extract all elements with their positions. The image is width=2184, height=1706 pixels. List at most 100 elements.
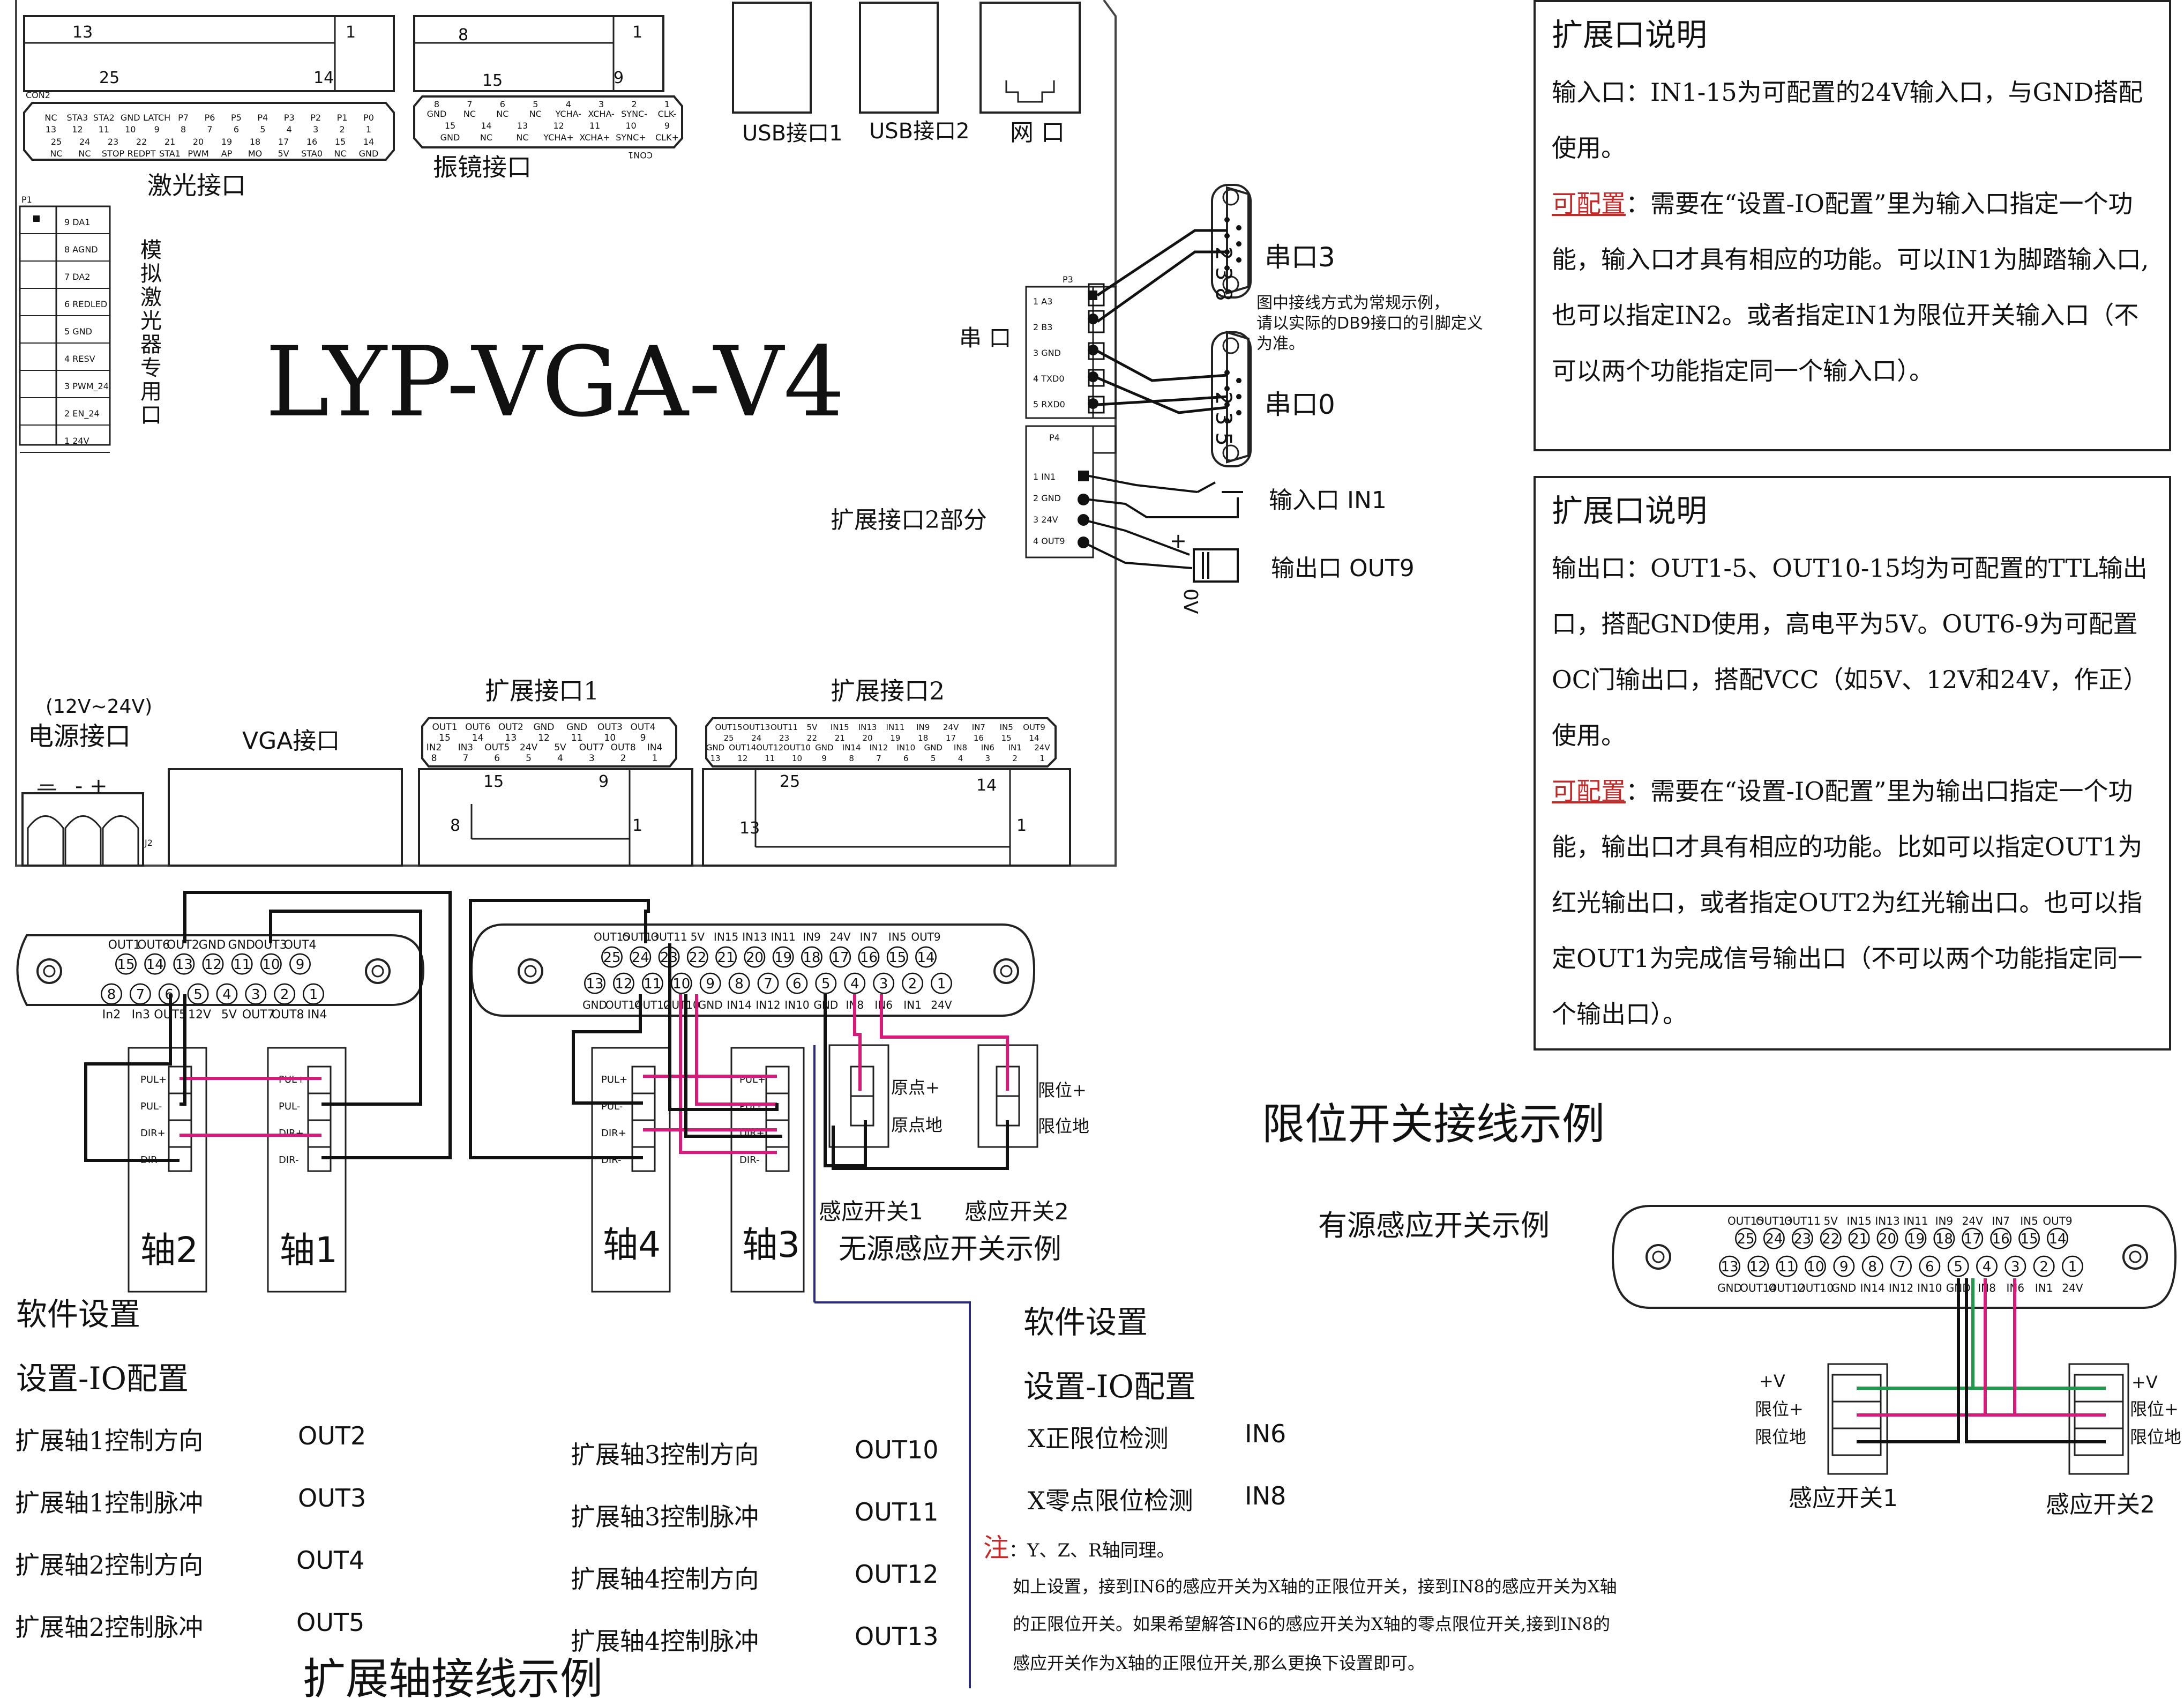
big-pin-name: IN9 [803, 930, 821, 943]
laser-pin-num: 11 [99, 124, 109, 135]
active-pin-num-ring [1947, 1255, 1969, 1277]
axis2-pin-dir-plus: DIR+ [140, 1128, 166, 1139]
p3-pin: 5 RXD0 [1033, 399, 1065, 409]
laser-pin-name: NC [44, 113, 57, 123]
active-pin-num-ring [1763, 1227, 1785, 1249]
laser-pin-num: 20 [193, 137, 204, 147]
power-voltage: (12V~24V) [46, 696, 152, 718]
laser-pin-name: STA0 [301, 148, 323, 159]
exp2-pin-name: GND [706, 743, 724, 753]
usb1-label: USB接口1 [742, 121, 843, 146]
output-info-box: 扩展口说明 输出口：OUT1-5、OUT10-15均为可配置的TTL输出口，搭配… [1534, 476, 2171, 1051]
p4-pin: 4 OUT9 [1033, 536, 1065, 546]
big-pin-name: 24V [830, 930, 851, 943]
exp2-pin-num: 22 [807, 733, 817, 743]
active-pin-name: OUT9 [2043, 1215, 2072, 1227]
exp1-pin-num: 1 [652, 753, 658, 764]
software-right-title: 软件设置 [1023, 1304, 1148, 1340]
big-pin-name: IN11 [771, 930, 795, 943]
note-line-2: 的正限位开关。如果希望解答IN6的感应开关为X轴的零点限位开关,接到IN8的 [1013, 1614, 1610, 1634]
laser-pin-name: NC [50, 148, 62, 159]
big-pin-num-ring [601, 946, 623, 968]
con1-num-b: 1 [632, 23, 642, 42]
exp2-pin-name: 24V [943, 722, 959, 732]
exp2-pin-num: 18 [918, 733, 928, 743]
software-right-io: 设置-IO配置 [1023, 1368, 1196, 1405]
exp1-pin-name: OUT6 [465, 722, 490, 733]
small-pin-name: GND [199, 938, 226, 952]
galvo-pin-name: GND [427, 109, 447, 119]
big-pin-num-ring [584, 972, 605, 994]
exp1-pin-name: 24V [520, 742, 538, 753]
small-pin-num-ring [115, 953, 137, 975]
big-pin-num: 5 [821, 976, 831, 992]
output-box-title: 扩展口说明 [1552, 493, 1708, 529]
exp2-pin-num: 25 [723, 733, 734, 743]
galvo-pin-name: XCHA+ [579, 132, 610, 143]
active-pin-name: IN13 [1875, 1215, 1899, 1227]
active-pin-num-ring [2062, 1255, 2083, 1277]
small-pin-num: 14 [146, 957, 164, 973]
axis3-driver: PUL+ PUL- DIR+ DIR- 轴3 [730, 1047, 805, 1293]
input-configurable-label: 可配置 [1552, 189, 1626, 218]
big-pin-num: 16 [860, 950, 878, 966]
active-pin-num: 3 [2011, 1259, 2020, 1275]
small-pin-name: 5V [221, 1008, 237, 1022]
serial-note-2: 请以实际的DB9接口的引脚定义 [1256, 314, 1483, 333]
con2-label: CON2 [26, 90, 50, 100]
active-pin-num: 9 [1839, 1259, 1849, 1275]
laser-pin-num: 14 [363, 137, 374, 147]
laser-pin-num: 9 [154, 124, 160, 135]
note-line-1: 如上设置，接到IN6的感应开关为X轴的正限位开关，接到IN8的感应开关为X轴 [1013, 1576, 1617, 1597]
con1-num-c: 15 [482, 71, 503, 90]
usb-port-1: USB接口1 [732, 2, 843, 146]
small-pin-num: 11 [233, 957, 251, 973]
passive-sensor1-label: 感应开关1 [819, 1198, 923, 1225]
active-pin-num: 18 [1935, 1231, 1953, 1247]
axis1-pin-pul-minus: PUL- [279, 1101, 300, 1112]
db9-serial0: 2 3 5 串口0 [1211, 331, 1335, 467]
exp2-pin-num: 16 [974, 733, 984, 743]
big-pin-num: 6 [792, 976, 802, 992]
laser-pin-name: P4 [257, 113, 268, 123]
active-pin-name: OUT10 [1797, 1282, 1834, 1294]
exp2-pin-name: 24V [1034, 743, 1050, 753]
laser-port-label: 激光接口 [147, 171, 246, 200]
active-pin-num: 16 [1992, 1231, 2010, 1247]
serial-note-1: 图中接线方式为常规示例， [1256, 294, 1449, 312]
exp2-pin-num: 3 [985, 754, 991, 763]
exp2-pin-name: IN14 [842, 743, 861, 753]
active-s1-vplus: +V [1759, 1371, 1785, 1391]
active-pin-num-ring [1861, 1255, 1883, 1277]
exp1-num-b: 9 [599, 772, 609, 791]
small-pin-num-ring [260, 953, 282, 975]
con1-label: CON1 [628, 150, 653, 160]
con1-num-d: 9 [614, 69, 624, 87]
axis2-driver: PUL+ PUL- DIR+ DIR- 轴2 [128, 1047, 207, 1293]
db9-top-pins: 2 3 8 [1211, 247, 1236, 301]
galvo-pin-num: 10 [625, 121, 636, 131]
small-pin-name: 12V [188, 1008, 211, 1022]
big-pin-num-ring [686, 946, 708, 968]
galvo-pin-num: 14 [481, 121, 491, 131]
laser-pin-name: NC [78, 148, 91, 159]
small-pin-name: OUT2 [167, 938, 199, 952]
exp1-pin-num: 7 [462, 753, 468, 764]
big-pin-num-ring [844, 972, 866, 994]
active-pin-num: 1 [2068, 1259, 2077, 1275]
axis4-label: 轴4 [603, 1224, 661, 1265]
exp2-pin-num: 23 [779, 733, 789, 743]
big-pin-name: IN15 [714, 930, 738, 943]
active-pin-name: OUT12 [1769, 1282, 1805, 1294]
exp2-pin-name: IN7 [972, 722, 985, 732]
